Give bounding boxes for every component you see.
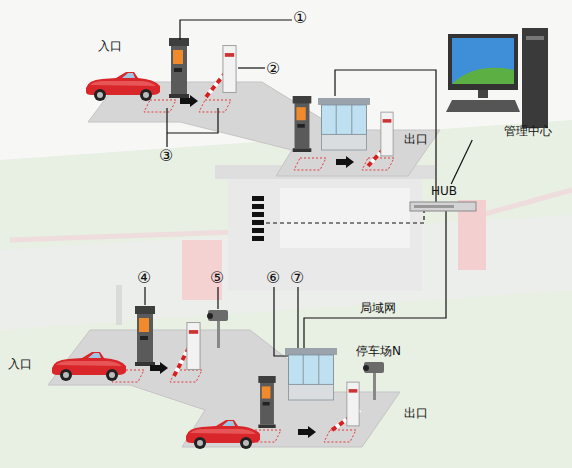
callout-number: ① [293,10,307,26]
ticket-machine [135,306,155,366]
network-wire [335,70,436,202]
indicator-block [252,220,264,225]
car [86,72,160,101]
barrier-gate [347,382,359,426]
callout-number: ② [266,61,280,77]
parking-lot-label: 停车场N [356,345,401,357]
entrance-label: 入口 [8,358,32,370]
drive-bay [526,36,544,40]
entrance-label: 入口 [98,40,122,52]
computer-tower [522,28,548,128]
network-link [451,140,472,184]
flow-arrow [180,95,198,107]
node-text: HUB [431,184,457,198]
flow-arrow [298,426,316,438]
leader-bracket [167,108,218,147]
camera [207,310,228,348]
leader-line [144,287,145,305]
detector-loop [324,430,356,442]
keyboard [446,100,520,112]
ticket-machine [169,38,189,98]
screen-hill [452,68,514,84]
toll-booth [285,348,337,400]
leader-line [297,287,298,348]
detector-loop [362,158,394,170]
leader-line [217,287,218,309]
callout-number: ⑦ [290,270,304,286]
indicator-block [252,212,264,217]
monitor-stand [478,90,488,98]
ticket-machine [293,96,312,152]
hub-ports [414,205,454,208]
indicator-block [252,196,264,201]
node-text: 管理中心 [504,124,552,138]
indicator-block [252,204,264,209]
barrier-gate [381,112,393,156]
barrier-gate [223,46,236,93]
indicator-block [252,236,264,241]
indicator-block [252,228,264,233]
faded-booth-window [280,188,410,248]
callout-number: ⑤ [210,270,224,286]
monitor-frame [448,34,518,90]
callout-number: ④ [137,270,151,286]
hub-device [410,202,476,211]
exit-label: 出口 [404,407,428,419]
car [52,352,126,381]
leader-line [238,67,265,68]
toll-booth [318,98,370,150]
callout-number: ③ [159,148,173,164]
exit-label: 出口 [404,133,428,145]
faded-barrier-arm [10,232,235,240]
leader-line [274,287,288,356]
ticket-machine [258,376,275,428]
callout-number: ⑥ [266,270,280,286]
detector-loop [294,158,326,170]
faded-pole [116,285,122,325]
camera [363,362,384,400]
network-wire-dashed [266,211,424,223]
hub-node: HUB [408,184,480,214]
flow-arrow [336,156,354,168]
detector-loop [144,100,176,112]
management-center: 管理中心 [444,24,556,140]
network-label: 局域网 [360,302,396,314]
network-wire [304,211,446,348]
faded-booth [228,179,422,291]
leader-line [180,20,292,40]
car [186,420,260,449]
detector-loop [199,100,231,112]
flow-arrow [150,362,168,374]
monitor-screen [452,38,514,84]
barrier-gate [187,323,200,370]
